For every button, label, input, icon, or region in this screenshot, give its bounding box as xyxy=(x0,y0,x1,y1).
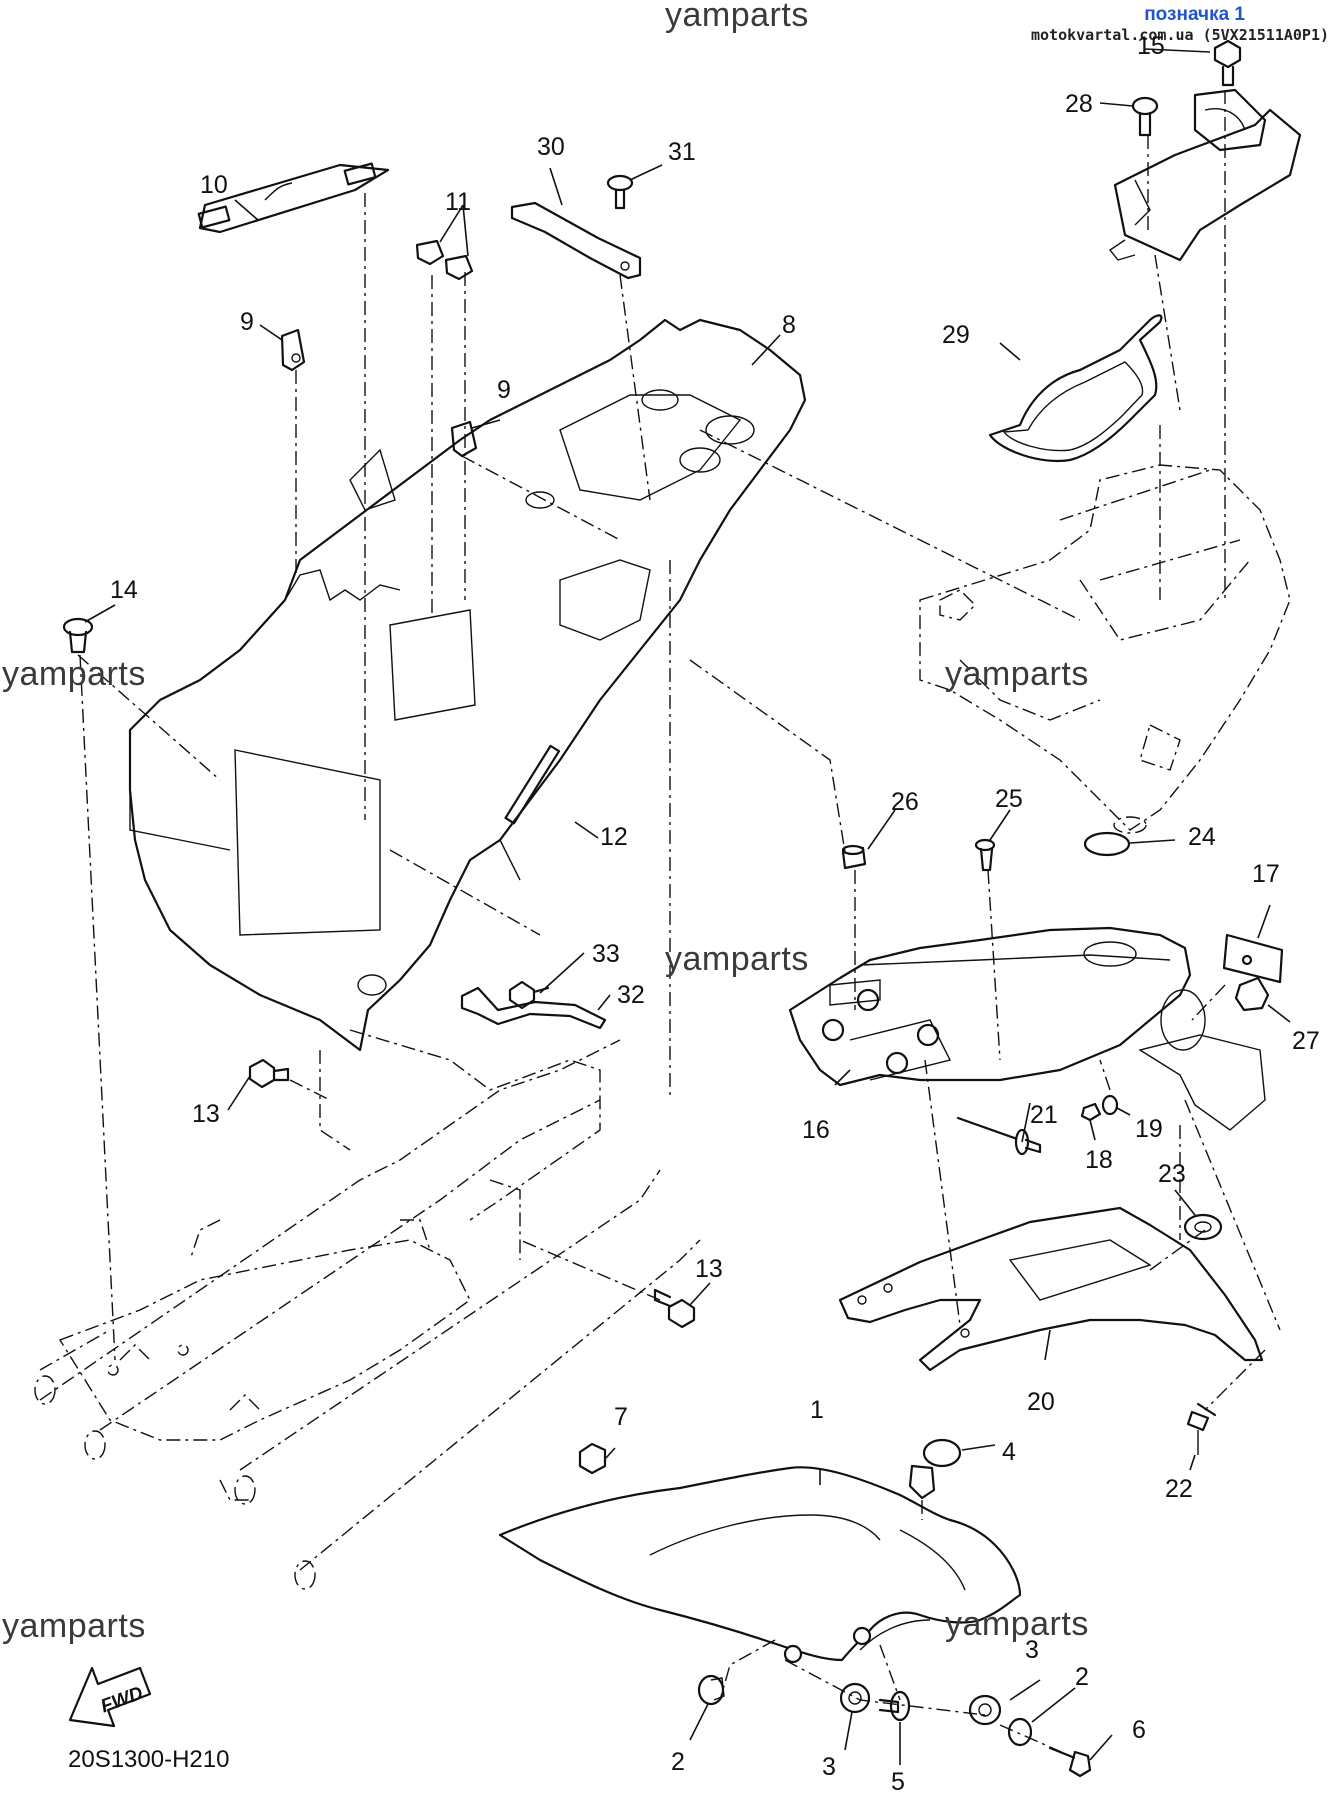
part-19-washer xyxy=(1101,1094,1119,1116)
callout-9b: 9 xyxy=(497,376,511,404)
part-13-bolt-b xyxy=(653,1288,696,1329)
part-26-grommet xyxy=(841,844,867,870)
part-18-nut xyxy=(1080,1102,1102,1122)
watermark-right-mid: yamparts xyxy=(945,655,1089,693)
part-11-nuts xyxy=(415,239,474,281)
callout-15: 15 xyxy=(1137,32,1165,60)
figure-code: 20S1300-H210 xyxy=(68,1746,230,1773)
callout-6: 6 xyxy=(1132,1716,1146,1744)
part-15-bolt xyxy=(1213,39,1242,87)
part-21-rod xyxy=(956,1116,1042,1156)
part-5-screw xyxy=(878,1690,911,1722)
callout-labels: 1 2 2 3 3 4 5 6 7 8 9 9 10 11 12 13 13 1… xyxy=(110,32,1320,1796)
callout-30: 30 xyxy=(537,133,565,161)
part-16-tail-assembly xyxy=(788,926,1266,1131)
callout-2a: 2 xyxy=(671,1748,685,1776)
leader-lines xyxy=(84,48,1291,1765)
part-20-bracket xyxy=(838,1206,1264,1372)
part-31-screw xyxy=(606,174,634,210)
assembly-lines xyxy=(77,90,1281,1759)
top-right-bracket xyxy=(1108,88,1302,262)
callout-32: 32 xyxy=(617,981,645,1009)
watermark-right-low: yamparts xyxy=(945,1605,1089,1643)
part-8-rear-fender xyxy=(128,318,807,1052)
part-3-spacer-a xyxy=(839,1682,871,1714)
callout-29: 29 xyxy=(942,321,970,349)
callout-3b: 3 xyxy=(1025,1636,1039,1664)
callout-16: 16 xyxy=(802,1116,830,1144)
callout-14: 14 xyxy=(110,576,138,604)
callout-17: 17 xyxy=(1252,860,1280,888)
callout-12: 12 xyxy=(600,823,628,851)
part-22-screw xyxy=(1186,1402,1217,1455)
callout-5: 5 xyxy=(891,1768,905,1796)
callout-10: 10 xyxy=(200,171,228,199)
callout-11: 11 xyxy=(445,188,471,216)
right-tray-dashed xyxy=(919,464,1291,834)
callout-22: 22 xyxy=(1165,1475,1193,1503)
callout-3a: 3 xyxy=(822,1753,836,1781)
callout-27: 27 xyxy=(1292,1027,1320,1055)
callout-26: 26 xyxy=(891,788,919,816)
callout-2b: 2 xyxy=(1075,1663,1089,1691)
part-3-spacer-b xyxy=(968,1694,1002,1726)
part-27-damper xyxy=(1234,976,1270,1012)
callout-18: 18 xyxy=(1085,1146,1113,1174)
callout-9a: 9 xyxy=(240,308,254,336)
watermark-left-mid: yamparts xyxy=(2,655,146,693)
part-23-grommet xyxy=(1183,1213,1223,1241)
part-6-bolt xyxy=(1048,1746,1092,1778)
part-17-reflector xyxy=(1222,933,1284,984)
watermark-top: yamparts xyxy=(665,0,809,34)
part-9-clip-b xyxy=(450,420,478,458)
callout-1: 1 xyxy=(810,1396,824,1424)
part-7-nut xyxy=(578,1442,607,1475)
callout-19: 19 xyxy=(1135,1115,1163,1143)
part-12-strip xyxy=(504,744,561,825)
part-2-washer-b xyxy=(1007,1717,1033,1747)
part-1-front-fender xyxy=(498,1466,1022,1664)
part-32-bracket xyxy=(460,986,607,1030)
callout-23: 23 xyxy=(1158,1160,1186,1188)
part-33-bolt xyxy=(508,980,550,1010)
part-13-bolt-a xyxy=(248,1058,290,1089)
callout-31: 31 xyxy=(668,138,696,166)
part-10-strap xyxy=(197,162,390,234)
fwd-arrow-icon: FWD xyxy=(68,1666,152,1728)
part-9-clip-a xyxy=(280,328,306,372)
callout-25: 25 xyxy=(995,785,1023,813)
part-29-loop xyxy=(988,314,1163,463)
callout-7: 7 xyxy=(614,1403,628,1431)
callout-33: 33 xyxy=(592,940,620,968)
callout-24: 24 xyxy=(1188,823,1216,851)
callout-8: 8 xyxy=(782,311,796,339)
callout-13b: 13 xyxy=(695,1255,723,1283)
frame-dashed xyxy=(34,1029,701,1590)
callout-28: 28 xyxy=(1065,90,1093,118)
callout-20: 20 xyxy=(1027,1388,1055,1416)
part-24-cap xyxy=(1083,831,1131,857)
part-25-pin xyxy=(974,838,996,872)
callout-4: 4 xyxy=(1002,1438,1016,1466)
header-site-text: motokvartal.com.ua (5VX21511A0P1) xyxy=(1030,26,1329,44)
part-28-bolt xyxy=(1131,96,1159,137)
part-14-rivet xyxy=(62,617,94,654)
callout-13a: 13 xyxy=(192,1100,220,1128)
watermark-center: yamparts xyxy=(665,940,809,978)
part-4-clip xyxy=(908,1438,962,1500)
watermark-left-low: yamparts xyxy=(2,1607,146,1645)
part-30-bracket xyxy=(510,201,642,280)
callout-21: 21 xyxy=(1030,1101,1058,1129)
header-link[interactable]: позначка 1 xyxy=(1144,4,1245,25)
